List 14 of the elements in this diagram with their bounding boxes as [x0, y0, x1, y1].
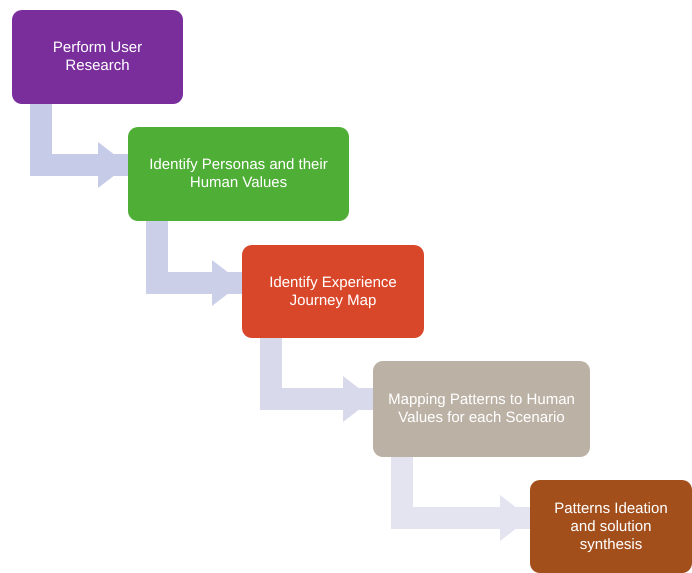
step-label: Patterns Ideation and solution synthesis — [553, 500, 669, 554]
arrow — [146, 221, 242, 306]
process-box — [373, 361, 590, 457]
process-box — [242, 245, 424, 338]
step-label: Identify Personas and their Human Values — [148, 156, 329, 192]
process-box — [128, 127, 349, 221]
step-label: Perform User Research — [52, 39, 144, 75]
arrow — [30, 104, 128, 188]
process-box — [530, 480, 692, 573]
arrow — [391, 457, 530, 541]
process-box — [12, 10, 183, 104]
arrow — [260, 338, 373, 422]
step-label: Mapping Patterns to Human Values for each Scenario — [387, 391, 576, 427]
step-label: Identify Experience Journey Map — [268, 274, 398, 310]
